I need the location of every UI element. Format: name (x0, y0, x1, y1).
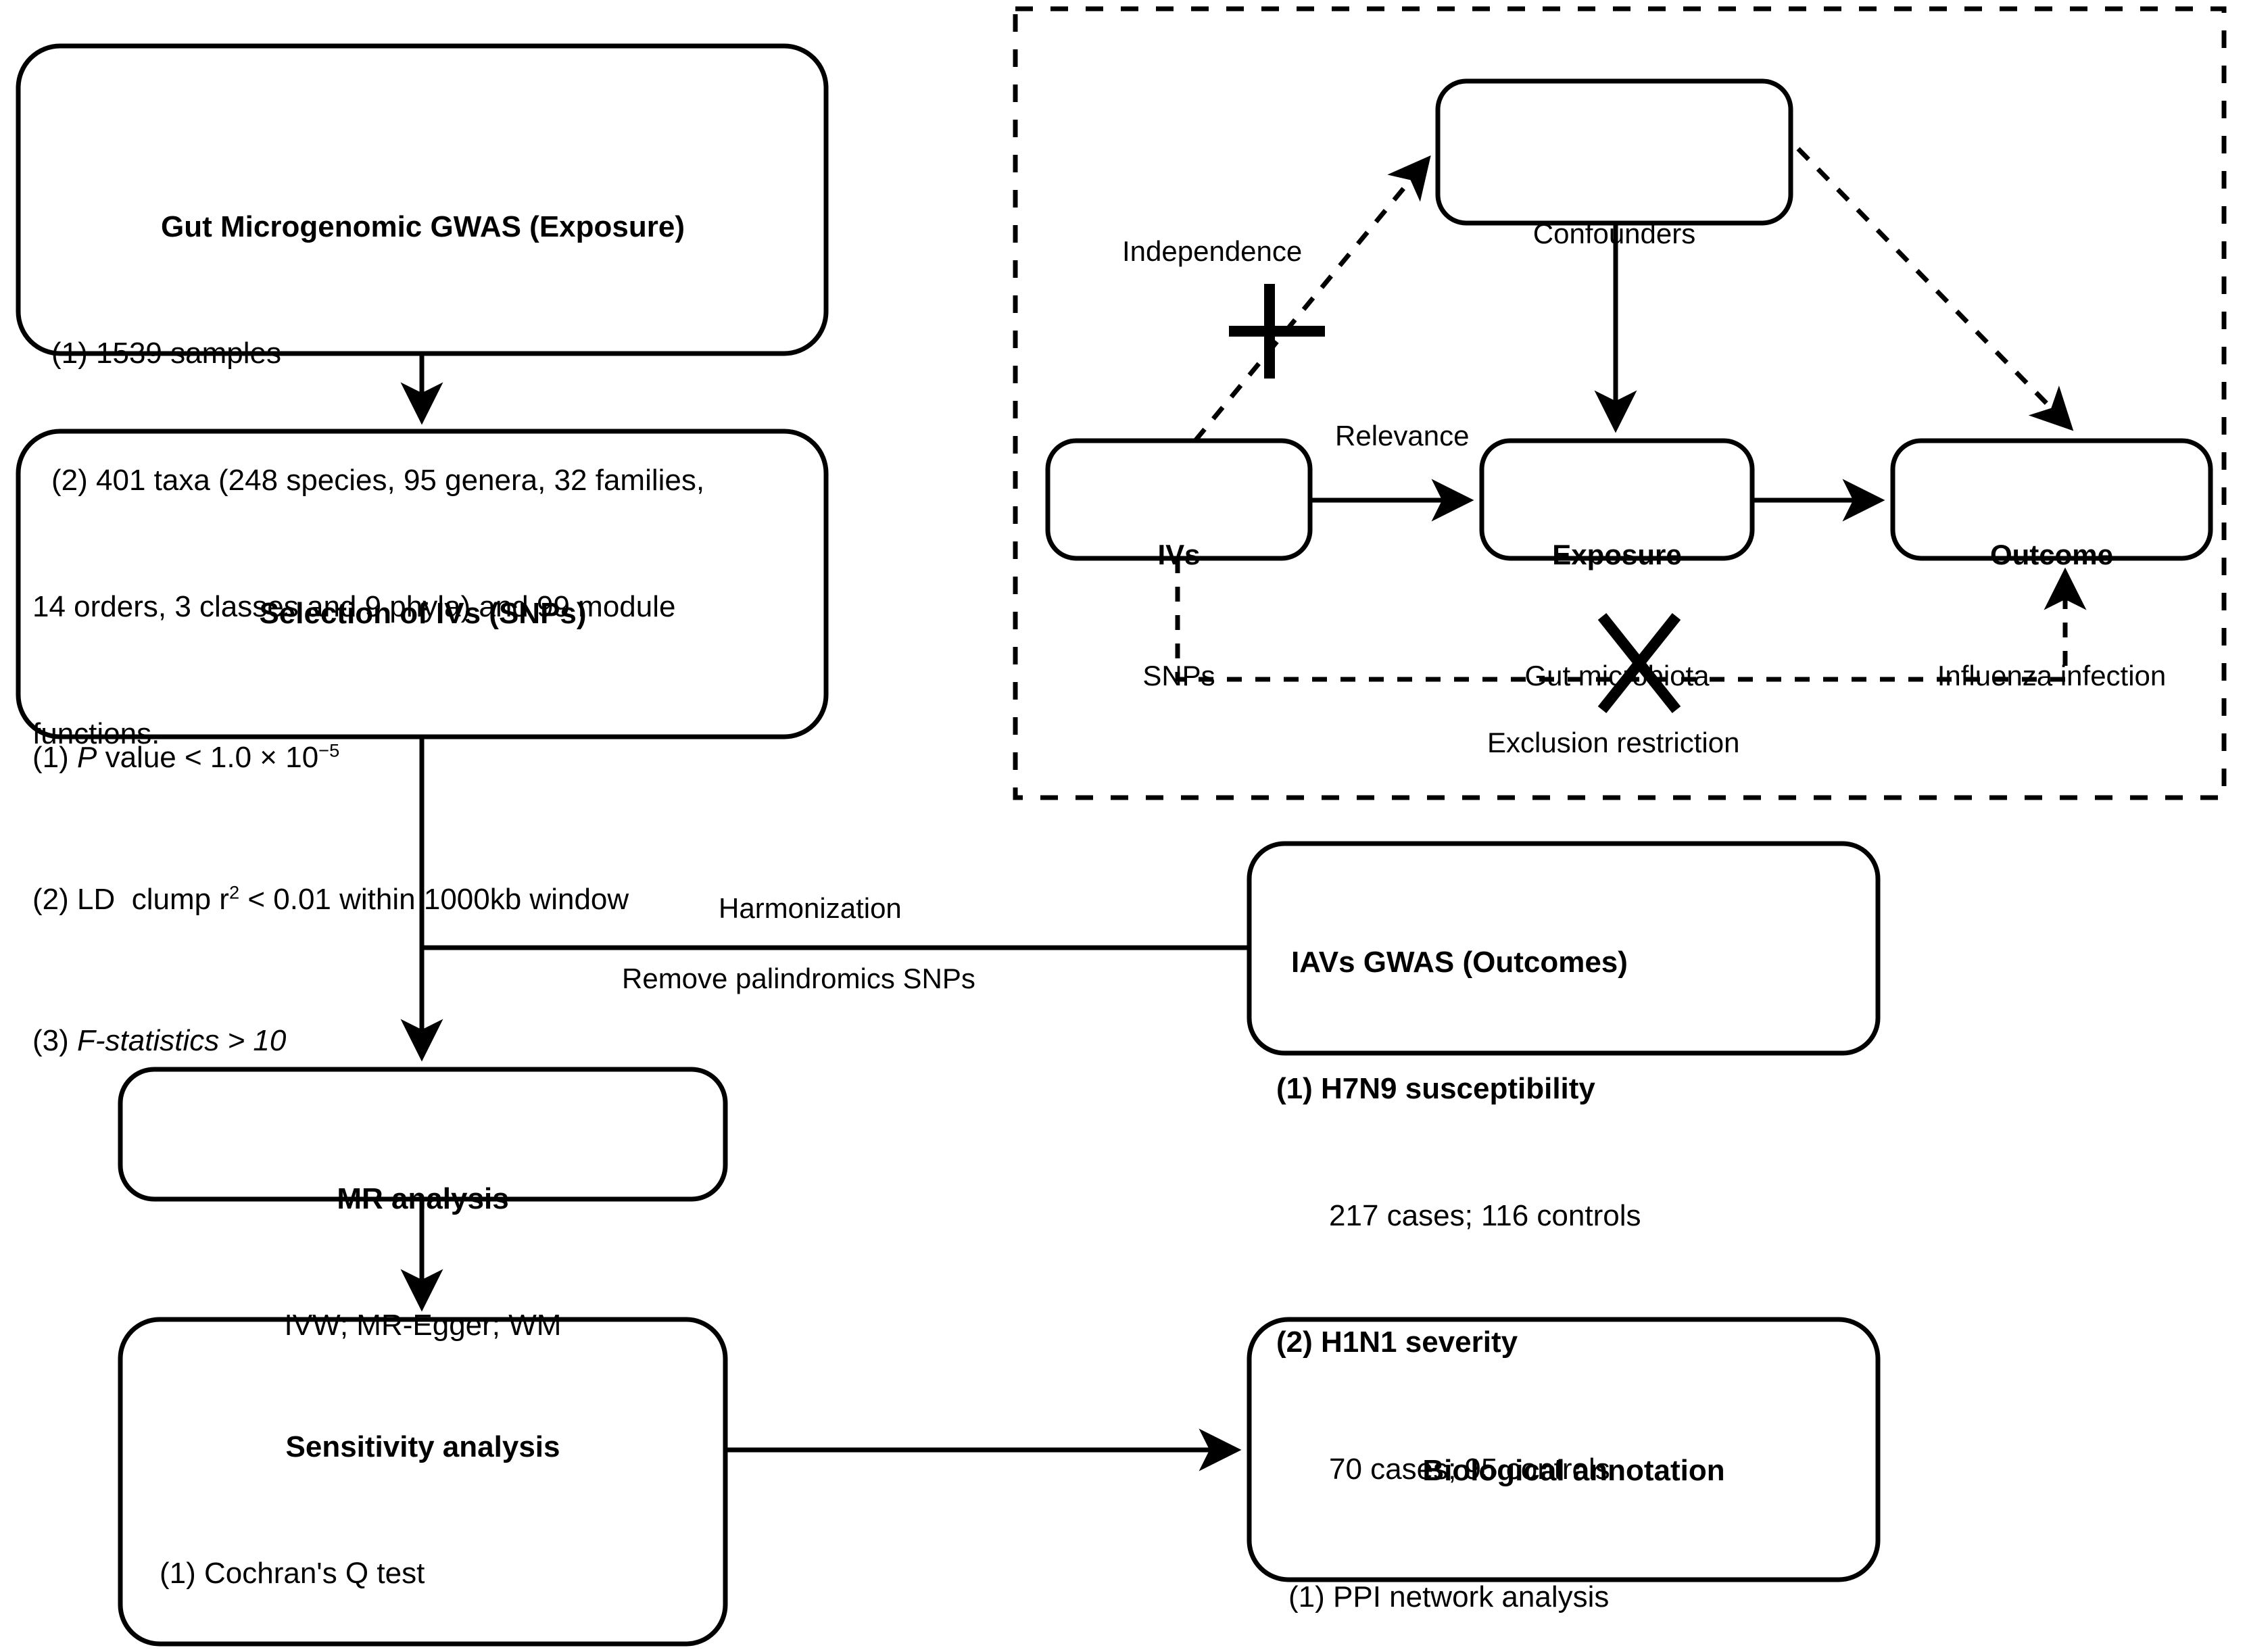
dag-label-independence: Independence (1122, 235, 1303, 267)
selection-ivs-item1: (1) P value < 1.0 × 10−5 (32, 739, 340, 775)
sensitivity-content: Sensitivity analysis (1) Cochran's Q tes… (127, 1342, 719, 1652)
exposure-gwas-content: Gut Microgenomic GWAS (Exposure) (1) 153… (32, 122, 813, 840)
biological-content: Biological annotation (1) PPI network an… (1276, 1365, 1871, 1652)
dag-label-exclusion-restriction: Exclusion restriction (1487, 727, 1740, 758)
dag-confounders-title: Confounders (1532, 218, 1696, 250)
iavs-gwas-item1: (1) H7N9 susceptibility (1276, 1072, 1595, 1106)
dag-edge-ivs-to-outcome (1175, 558, 2087, 682)
dag-outcome-label: Outcome Influenza infection (1893, 454, 2210, 777)
exposure-gwas-line2: (2) 401 taxa (248 species, 95 genera, 32… (51, 463, 705, 497)
selection-ivs-title: Selection of IVs (SNPs) (259, 596, 587, 630)
dag-exposure-title: Exposure (1552, 539, 1682, 571)
edge-label-harmonization: Harmonization (719, 892, 902, 924)
iavs-gwas-item2: (2) H1N1 severity (1276, 1326, 1518, 1359)
sensitivity-title: Sensitivity analysis (285, 1430, 560, 1463)
dag-edge-confounders-to-outcome (1796, 147, 2074, 431)
dag-exposure-label: Exposure Gut microbiota (1482, 454, 1752, 777)
dag-ivs-subtitle: SNPs (1142, 660, 1215, 692)
dag-outcome-title: Outcome (1989, 539, 2114, 571)
exposure-gwas-line1: (1) 1539 samples (51, 337, 281, 370)
exclusion-block-cross (1597, 613, 1681, 713)
dag-confounders-label: Confounders (1438, 133, 1791, 335)
selection-ivs-item3: (3) F-statistics > 10 (32, 1024, 287, 1058)
iavs-gwas-content: IAVs GWAS (Outcomes) (1) H7N9 susceptibi… (1276, 857, 1871, 1575)
independence-block-cross (1229, 284, 1325, 379)
biological-item1: (1) PPI network analysis (1288, 1580, 1610, 1614)
dag-outcome-subtitle: Influenza infection (1937, 660, 2167, 692)
exposure-gwas-line4: functions. (32, 716, 160, 750)
dag-edge-ivs-to-confounders (1193, 155, 1431, 443)
dag-ivs-title: IVs (1157, 539, 1201, 571)
dag-label-relevance: Relevance (1335, 420, 1470, 452)
iavs-gwas-item2-detail: 70 cases; 95 controls (1329, 1452, 1610, 1486)
exposure-gwas-line3: 14 orders, 3 classes and 9 phyla) and 99… (32, 590, 676, 624)
sensitivity-item1: (1) Cochran's Q test (160, 1557, 425, 1590)
exposure-gwas-title: Gut Microgenomic GWAS (Exposure) (161, 210, 685, 243)
iavs-gwas-item1-detail: 217 cases; 116 controls (1329, 1198, 1641, 1232)
mr-analysis-content: MR analysis IVW; MR-Egger; WM (127, 1094, 719, 1432)
box-sensitivity-analysis (118, 1317, 728, 1647)
selection-ivs-content: Selection of IVs (SNPs) (1) P value < 1.… (32, 508, 813, 1147)
iavs-gwas-title: IAVs GWAS (Outcomes) (1291, 945, 1628, 979)
dag-node-outcome (1890, 438, 2213, 561)
dag-ivs-label: IVs SNPs (1048, 454, 1310, 777)
biological-title: Biological annotation (1422, 1453, 1725, 1487)
dag-panel-border (1013, 6, 2227, 800)
box-biological-annotation (1247, 1317, 1881, 1582)
selection-ivs-item2: (2) LD clump r2 < 0.01 within 1000kb win… (32, 881, 629, 916)
dag-exposure-subtitle: Gut microbiota (1524, 660, 1710, 692)
edge-label-remove-palindromics: Remove palindromics SNPs (622, 963, 975, 994)
mr-analysis-title: MR analysis (337, 1182, 509, 1215)
mr-analysis-methods: IVW; MR-Egger; WM (284, 1309, 562, 1342)
